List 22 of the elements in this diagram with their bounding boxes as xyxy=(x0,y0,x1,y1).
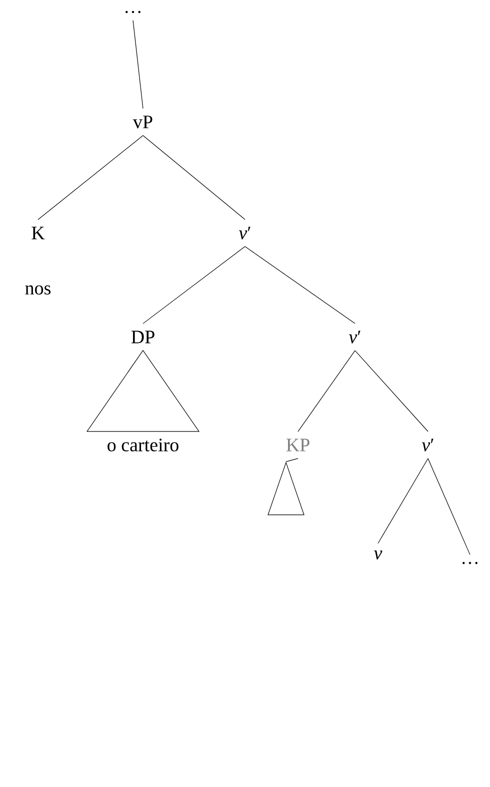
tree-label: v′ xyxy=(422,438,434,452)
tree-label: nos xyxy=(25,285,51,295)
tree-branch xyxy=(298,350,356,432)
tree-label: v′ xyxy=(238,226,250,240)
tree-branch xyxy=(38,135,144,220)
tree-branch xyxy=(428,458,470,555)
tree-label: DP xyxy=(131,330,154,344)
tree-branch xyxy=(244,246,356,324)
tree-branch xyxy=(142,135,246,220)
tree-label: K xyxy=(32,226,45,240)
tree-label: vP xyxy=(132,116,152,128)
tree-branch xyxy=(378,458,428,544)
tree-label: o carteiro xyxy=(108,438,178,452)
tree-branch xyxy=(142,246,246,324)
tree-branch xyxy=(286,458,298,462)
tree-label: v′ xyxy=(348,330,360,344)
tree-label: KP xyxy=(286,438,310,452)
tree-label: … xyxy=(462,562,478,564)
tree-branch xyxy=(132,20,144,109)
tree-label: … xyxy=(126,10,140,14)
tree-branch xyxy=(354,350,428,432)
tree-label: v xyxy=(374,550,382,560)
